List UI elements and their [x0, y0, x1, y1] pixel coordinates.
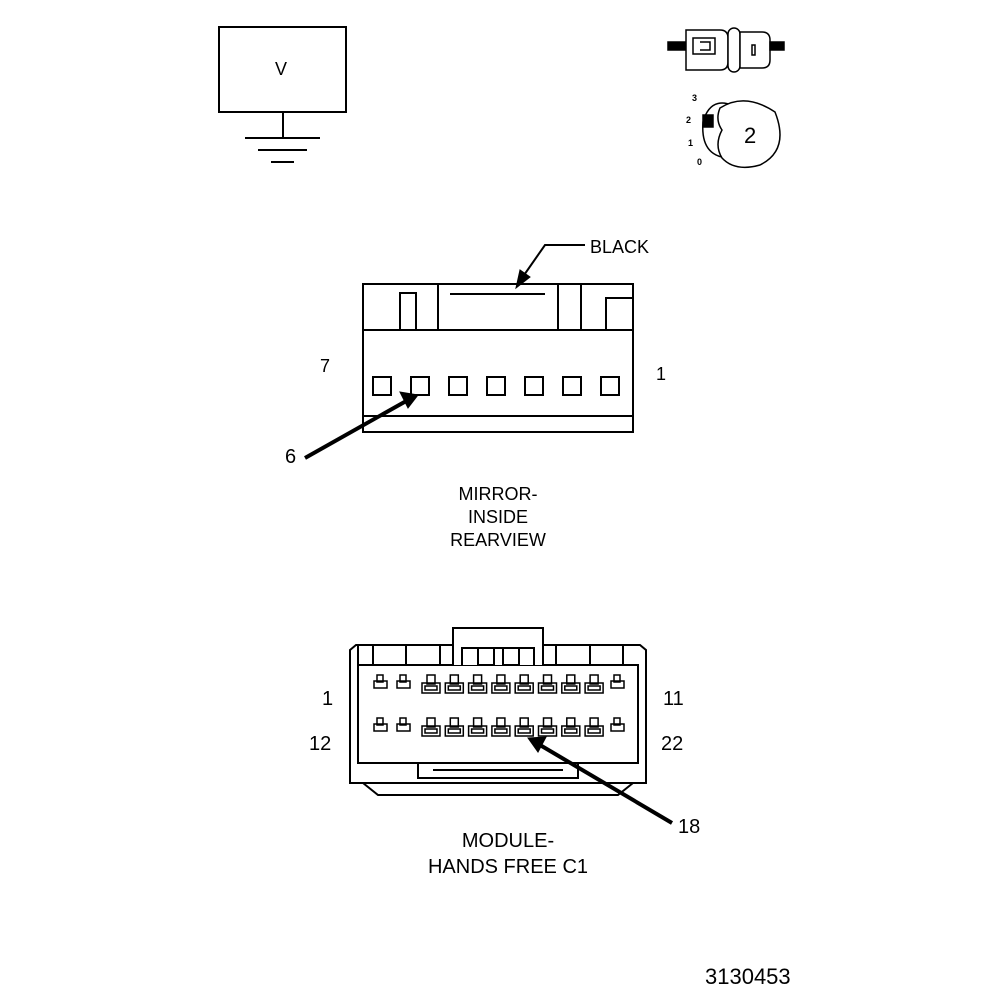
mirror-pin-cavity: [524, 376, 544, 396]
module-pin-1-label: 1: [322, 688, 334, 710]
module-pin-cavity: [444, 717, 465, 737]
module-pin-18-label: 18: [678, 816, 701, 838]
module-pin-cavity: [584, 674, 604, 694]
ignition-key-position-icon: [702, 100, 781, 169]
module-pin-cavity: [467, 674, 488, 694]
mirror-pin-cavity: [562, 376, 582, 396]
module-pin-cavity: [561, 674, 581, 694]
module-pin-cavity: [421, 717, 441, 737]
module-pin-22-label: 22: [661, 733, 684, 755]
module-pin-cavity: [396, 674, 411, 689]
pin-6-callout-arrow: [304, 391, 419, 460]
mirror-pin-cavity: [448, 376, 468, 396]
mirror-pin-6-label: 6: [285, 446, 297, 468]
module-pin-cavities: [373, 674, 625, 737]
key-position-2-label: 2: [686, 115, 692, 125]
key-current-position-label: 2: [744, 123, 757, 148]
mirror-connector-title: MIRROR- INSIDE REARVIEW: [398, 483, 598, 552]
key-position-0-label: 0: [697, 157, 703, 167]
module-pin-cavity: [421, 674, 441, 694]
module-pin-cavity: [537, 674, 558, 694]
module-pin-cavity: [514, 674, 534, 694]
module-pin-cavity: [467, 717, 488, 737]
voltmeter-label: V: [275, 59, 288, 79]
connector-color-label: BLACK: [590, 237, 650, 257]
mirror-pin-cavity: [410, 376, 430, 396]
module-connector-title: MODULE- HANDS FREE C1: [388, 828, 628, 880]
module-pin-cavity: [396, 717, 411, 732]
ignition-switch-icon: [667, 27, 785, 73]
module-title-line-1: MODULE-: [461, 830, 555, 852]
mirror-title-line-2: INSIDE: [467, 507, 528, 527]
mirror-pin-1-label: 1: [656, 364, 667, 384]
key-position-3-label: 3: [692, 93, 698, 103]
module-pin-11-label: 11: [663, 688, 684, 710]
mirror-pin-cavity: [600, 376, 620, 396]
module-pin-cavity: [373, 674, 388, 689]
module-pin-cavity: [610, 717, 625, 732]
module-pin-cavity: [610, 674, 625, 689]
mirror-title-line-1: MIRROR-: [458, 484, 538, 504]
module-pin-cavity: [491, 717, 511, 737]
mirror-title-line-3: REARVIEW: [450, 530, 546, 550]
figure-id: 3130453: [705, 964, 791, 989]
black-callout-arrow: [515, 244, 585, 290]
module-pin-12-label: 12: [309, 733, 332, 755]
module-title-line-2: HANDS FREE C1: [427, 856, 589, 878]
module-pin-cavity: [514, 717, 534, 737]
voltmeter-symbol: [218, 26, 347, 163]
module-pin-cavity: [491, 674, 511, 694]
mirror-pin-7-label: 7: [320, 356, 331, 376]
module-connector-body: [349, 627, 647, 796]
module-pin-cavity: [444, 674, 465, 694]
mirror-pin-cavity: [372, 376, 392, 396]
module-pin-cavity: [537, 717, 558, 737]
mirror-connector-body: [362, 283, 634, 433]
mirror-pin-cavities: [372, 376, 620, 396]
pin-18-callout-arrow: [527, 736, 674, 825]
module-pin-cavity: [584, 717, 604, 737]
mirror-pin-cavity: [486, 376, 506, 396]
key-position-1-label: 1: [688, 138, 694, 148]
module-pin-cavity: [373, 717, 388, 732]
module-pin-cavity: [561, 717, 581, 737]
